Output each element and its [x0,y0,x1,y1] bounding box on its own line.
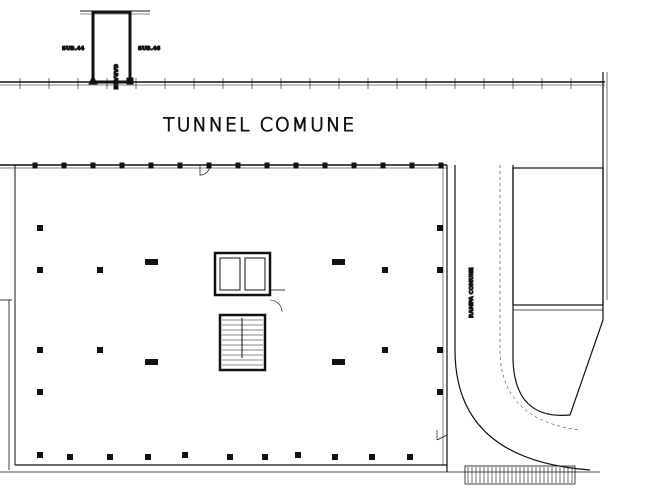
staircase [218,313,267,372]
parking-perimeter [0,165,600,473]
garage-label: GARAGE [112,64,118,90]
wall-column [61,162,67,169]
column [67,454,73,460]
wall-column [380,162,386,169]
sub-46-label: SUB.46 [138,46,161,52]
column [332,454,338,460]
column [407,454,413,460]
side-room [512,167,604,311]
tunnel-label: TUNNEL COMUNE [163,114,356,136]
wall-column [177,162,183,169]
column [437,347,443,353]
column [37,225,43,231]
column [37,389,43,395]
column [332,259,345,265]
column [382,267,388,273]
column [107,454,113,460]
sub-44-label: SUB.44 [62,46,85,52]
wall-column [438,162,444,169]
wall-column [148,162,154,169]
column [332,359,345,365]
wall-column [264,162,270,169]
column [97,267,103,273]
column [37,452,43,458]
column [382,347,388,353]
ramp [454,165,604,485]
structural-columns [37,225,443,460]
ramp-label: RAMPA COMUNE [469,267,475,318]
column [437,389,443,395]
column [437,267,443,273]
column [182,452,188,458]
column [369,454,375,460]
wall-column [293,162,299,169]
door-symbol [436,430,448,441]
ramp-steps [467,467,573,483]
column [97,347,103,353]
door-symbol [199,164,211,176]
column [295,452,301,458]
column [37,267,43,273]
wall-column [90,162,96,169]
column [145,454,151,460]
wall-column [322,162,328,169]
wall-column [206,162,212,169]
stair-steps [222,319,263,366]
column [262,454,268,460]
wall-column [119,162,125,169]
wall-column [32,162,38,169]
tunnel-wall-ticks [19,78,572,169]
elevator-core [213,251,285,313]
column [145,259,158,265]
column [37,347,43,353]
tunnel-walls [0,72,608,300]
column [437,225,443,231]
wall-column [235,162,241,169]
column [145,359,158,365]
wall-column [409,162,415,169]
wall-column [351,162,357,169]
column [227,454,233,460]
